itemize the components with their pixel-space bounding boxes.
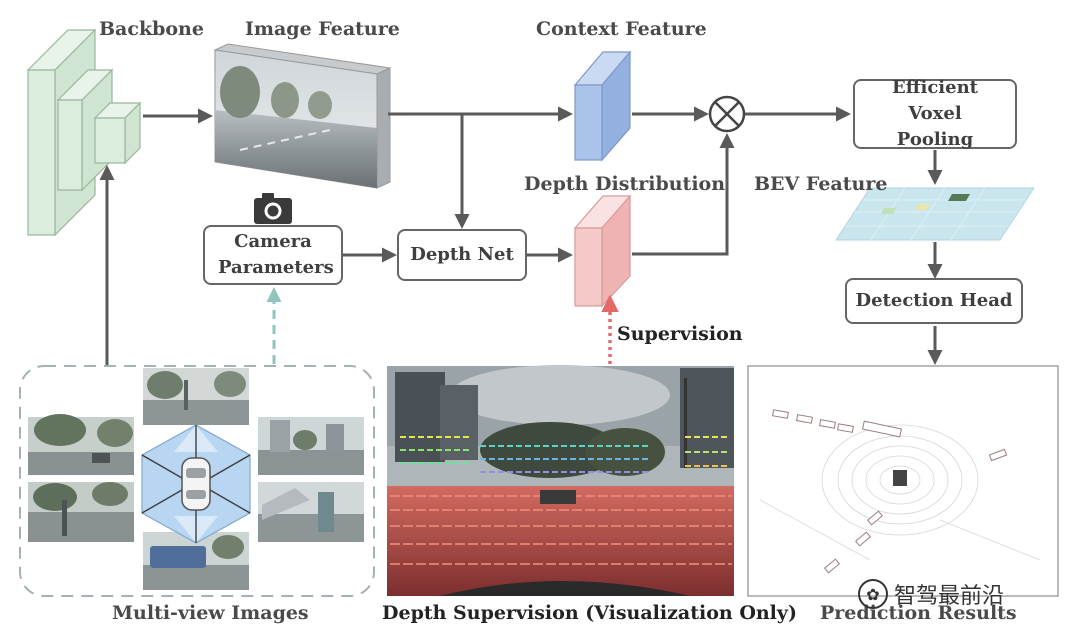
multiply-operator-icon [708,95,746,133]
prediction-results-plot [747,365,1059,597]
watermark-icon: ✿ [858,579,888,609]
watermark: ✿ 智驾最前沿 [858,578,1004,610]
depth-supervision-image [387,365,734,596]
depth-distribution-prism [573,194,632,308]
image-feature-label: Image Feature [245,18,400,40]
efficient-voxel-pooling-text: Efficient Voxel Pooling [892,77,978,150]
depth-distribution-label: Depth Distribution [524,173,726,195]
camera-parameters-text: Camera Parameters [218,231,334,278]
camera-parameters-box: Camera Parameters [203,225,343,285]
watermark-text: 智驾最前沿 [894,584,1005,609]
depth-supervision-label: Depth Supervision (Visualization Only) [382,602,797,624]
bev-feature-label: BEV Feature [754,173,888,195]
context-feature-prism [573,50,632,162]
image-feature-slab [213,43,392,189]
depth-net-text: Depth Net [410,244,514,265]
flow-arrows [99,106,943,366]
efficient-voxel-pooling-box: Efficient Voxel Pooling [853,77,1017,150]
context-feature-label: Context Feature [536,18,707,40]
multi-view-photos [28,368,364,590]
supervision-label: Supervision [617,323,743,345]
camera-icon [254,193,292,224]
backbone-label: Backbone [99,18,204,40]
backbone-blocks [26,28,142,237]
multi-view-images-label: Multi-view Images [112,602,309,624]
detection-head-box: Detection Head [845,278,1023,324]
car-icon [181,457,211,511]
depth-net-box: Depth Net [397,229,527,281]
camera-coverage-hexagon [141,424,251,544]
bev-feature-plane [835,187,1035,241]
detection-head-text: Detection Head [855,290,1013,311]
